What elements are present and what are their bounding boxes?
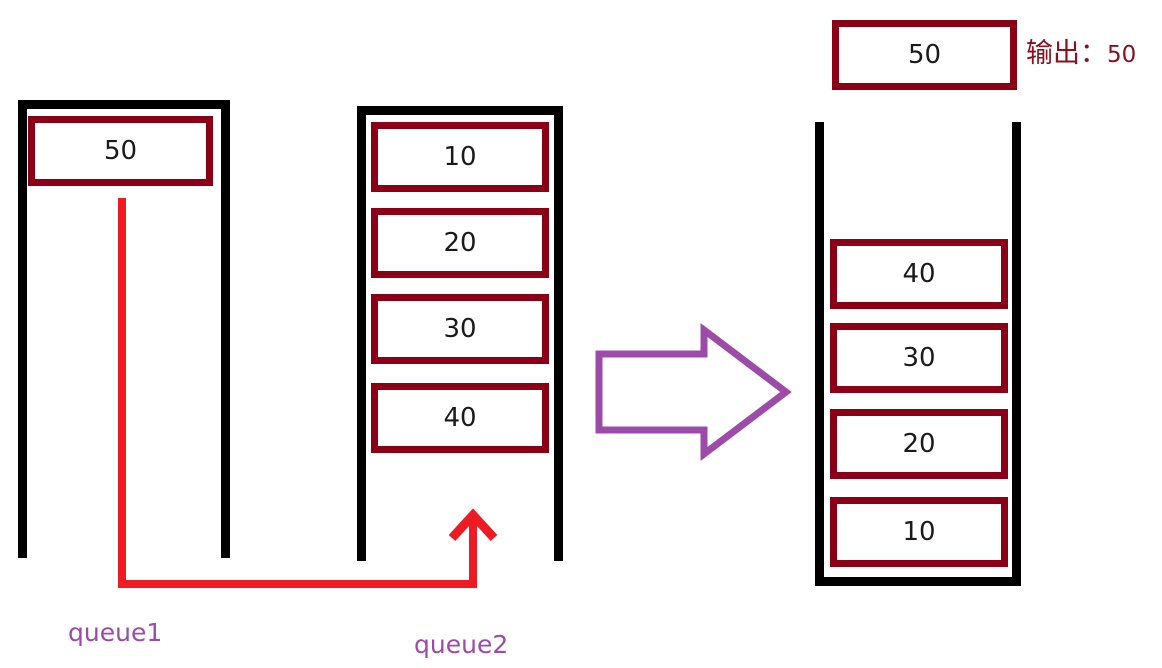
queue2-item-2-value: 30 xyxy=(443,314,477,344)
queue2-right-wall xyxy=(554,106,563,561)
result-left-wall xyxy=(815,122,824,586)
result-item-0[interactable]: 40 xyxy=(830,239,1008,309)
result-bottom-wall xyxy=(815,577,1021,586)
queue2-item-1[interactable]: 20 xyxy=(371,208,549,278)
queue2-item-1-value: 20 xyxy=(443,228,477,258)
queue1-top-wall xyxy=(18,100,230,109)
queue2-left-wall xyxy=(357,106,366,561)
transfer-arrow-segment-down xyxy=(118,198,126,588)
result-item-3[interactable]: 10 xyxy=(830,497,1008,567)
output-prefix: 输出： xyxy=(1026,38,1107,69)
popped-element-box[interactable]: 50 xyxy=(832,20,1017,90)
output-label: 输出：50 xyxy=(1026,40,1136,67)
transfer-arrow-segment-across xyxy=(118,580,477,588)
queue2-item-0-value: 10 xyxy=(443,142,477,172)
queue1-label: queue1 xyxy=(68,618,163,647)
queue1-item-0[interactable]: 50 xyxy=(28,116,213,186)
queue1-left-wall xyxy=(18,100,27,558)
process-flow-arrow-icon xyxy=(595,322,792,462)
popped-element-value: 50 xyxy=(907,40,942,70)
transfer-arrow-head-icon xyxy=(448,508,498,542)
queue2-item-3-value: 40 xyxy=(443,403,477,433)
queue1-right-wall xyxy=(221,100,230,558)
transfer-arrow-segment-up xyxy=(469,515,477,588)
queue2-label: queue2 xyxy=(414,630,509,659)
queue2-item-0[interactable]: 10 xyxy=(371,122,549,192)
result-item-3-value: 10 xyxy=(902,517,936,547)
output-value: 50 xyxy=(1107,42,1137,68)
result-right-wall xyxy=(1012,122,1021,586)
result-item-1[interactable]: 30 xyxy=(830,323,1008,393)
result-item-2[interactable]: 20 xyxy=(830,409,1008,479)
queue2-item-3[interactable]: 40 xyxy=(371,383,549,453)
queue1-item-0-value: 50 xyxy=(103,136,138,166)
queue2-item-2[interactable]: 30 xyxy=(371,294,549,364)
queue2-top-wall xyxy=(357,106,563,115)
result-item-2-value: 20 xyxy=(902,429,936,459)
result-item-0-value: 40 xyxy=(902,259,936,289)
result-item-1-value: 30 xyxy=(902,343,936,373)
